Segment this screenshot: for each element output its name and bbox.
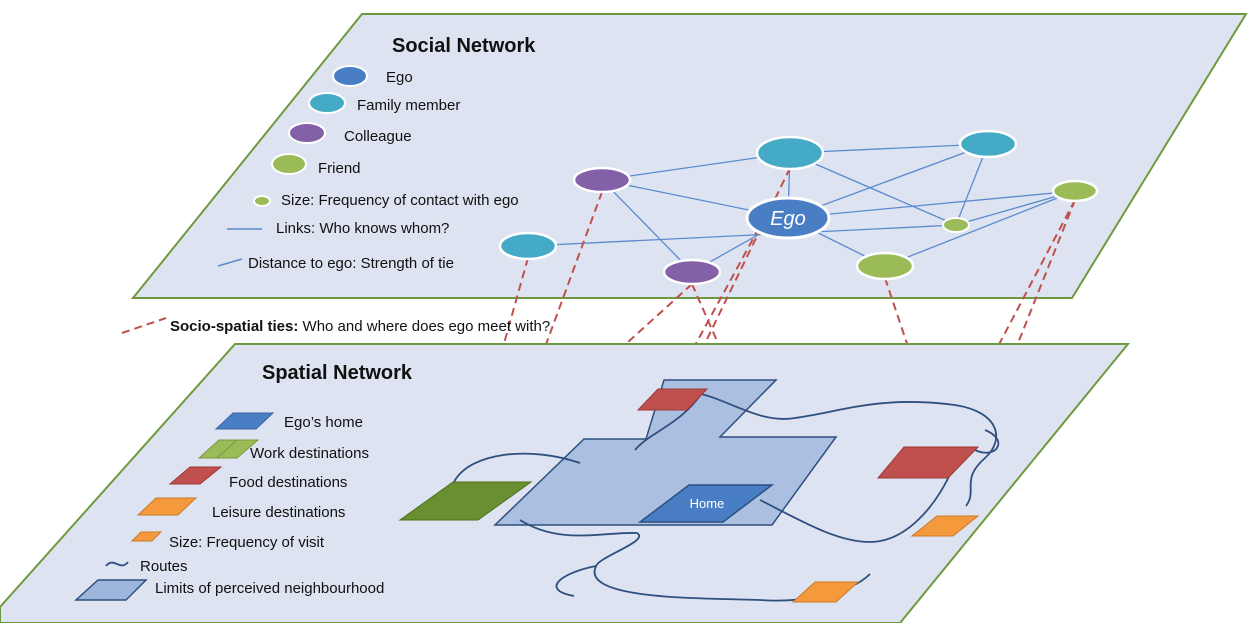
legend-home-icon bbox=[214, 412, 275, 430]
ego-node-label: Ego bbox=[770, 208, 806, 230]
route-path bbox=[759, 469, 953, 543]
social-link bbox=[884, 190, 1076, 267]
route-path bbox=[555, 565, 597, 597]
route-path bbox=[519, 519, 871, 602]
spatial-network-title: Spatial Network bbox=[262, 362, 413, 384]
legend-home-label: Ego’s home bbox=[284, 414, 363, 431]
legend-limits-icon bbox=[74, 579, 148, 601]
route-path bbox=[453, 452, 581, 483]
social-link bbox=[787, 190, 1076, 219]
legend-family-label: Family member bbox=[357, 97, 460, 114]
legend-work-icon-ext bbox=[215, 439, 260, 459]
legend-visit-size-label: Size: Frequency of visit bbox=[169, 534, 325, 551]
food-destination bbox=[876, 446, 980, 479]
legend-ego-label: Ego bbox=[386, 69, 413, 86]
ties-legend-line bbox=[121, 317, 167, 334]
legend-food-icon bbox=[168, 466, 223, 485]
legend-colleague-label: Colleague bbox=[344, 128, 412, 145]
social-network-title: Social Network bbox=[392, 35, 536, 57]
work-destination bbox=[398, 481, 533, 521]
friend-node bbox=[942, 217, 970, 233]
social-link bbox=[601, 179, 693, 273]
legend-limits-label: Limits of perceived neighbourhood bbox=[155, 580, 384, 597]
colleague-node bbox=[572, 166, 632, 194]
legend-ego-node bbox=[332, 65, 368, 87]
legend-distance-line bbox=[217, 258, 243, 267]
legend-work-label: Work destinations bbox=[250, 445, 369, 462]
ties-legend-label: Socio-spatial ties: Who and where does e… bbox=[170, 318, 550, 335]
legend-routes-icon bbox=[105, 561, 129, 567]
legend-size-label: Size: Frequency of contact with ego bbox=[281, 192, 519, 209]
legend-food-label: Food destinations bbox=[229, 474, 347, 491]
legend-colleague-node bbox=[288, 122, 326, 144]
route-path bbox=[974, 429, 1000, 454]
legend-distance-label: Distance to ego: Strength of tie bbox=[248, 255, 454, 272]
legend-friend-label: Friend bbox=[318, 160, 361, 177]
legend-size-node bbox=[253, 195, 271, 207]
food-destination bbox=[636, 388, 709, 411]
legend-links-label: Links: Who knows whom? bbox=[276, 220, 449, 237]
legend-leisure-label: Leisure destinations bbox=[212, 504, 345, 521]
ego-node bbox=[745, 196, 831, 240]
social-link bbox=[789, 152, 957, 226]
route-path bbox=[696, 392, 998, 507]
legend-routes-label: Routes bbox=[140, 558, 188, 575]
legend-leisure-icon bbox=[136, 497, 198, 516]
home-label: Home bbox=[690, 496, 725, 511]
leisure-destination bbox=[910, 515, 980, 537]
colleague-node bbox=[662, 258, 722, 286]
family-node bbox=[498, 231, 558, 261]
legend-visit-size-icon bbox=[130, 531, 163, 542]
friend-node bbox=[855, 251, 915, 281]
family-node bbox=[958, 129, 1018, 159]
home-destination bbox=[637, 484, 775, 523]
legend-friend-node bbox=[271, 153, 307, 175]
social-link bbox=[527, 224, 957, 247]
friend-node bbox=[1051, 179, 1099, 203]
legend-family-node bbox=[308, 92, 346, 114]
leisure-destination bbox=[791, 581, 860, 603]
family-node bbox=[755, 135, 825, 171]
tie-line bbox=[944, 199, 1076, 448]
